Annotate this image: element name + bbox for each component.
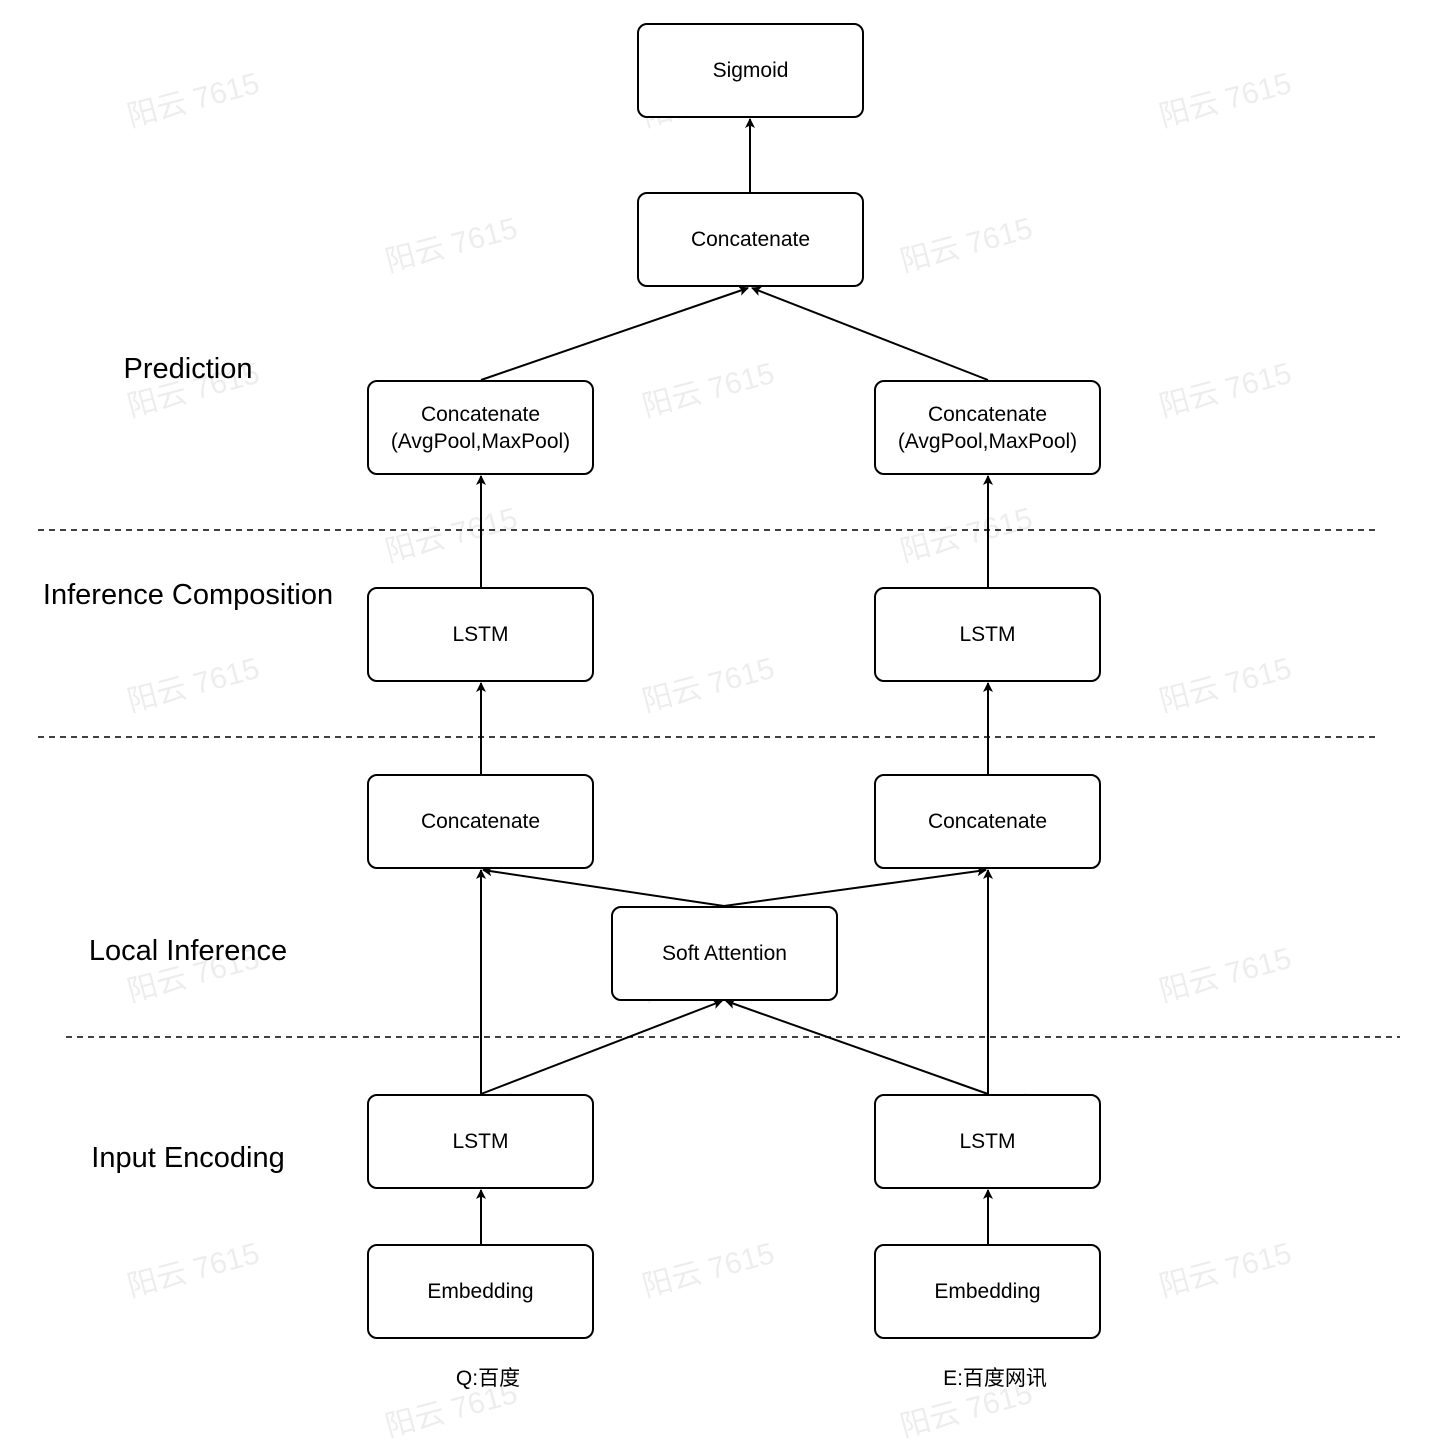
arrow-lstm-enc-right-to-attention [725,999,989,1095]
embedding-left-node: Embedding [367,1244,594,1339]
section-label-local-inference: Local Inference [88,935,288,967]
section-label-input-encoding: Input Encoding [91,1142,285,1174]
sigmoid-node: Sigmoid [637,23,864,118]
local-concatenate-right-node: Concatenate [874,774,1101,869]
pooling-concatenate-left-node: Concatenate (AvgPool,MaxPool) [367,380,594,475]
section-label-prediction: Prediction [123,353,253,385]
input-caption-right: E:百度网讯 [943,1367,1047,1390]
arrow-pool-right-to-concat [751,286,989,381]
local-concatenate-left-node: Concatenate [367,774,594,869]
pooling-concatenate-right-node: Concatenate (AvgPool,MaxPool) [874,380,1101,475]
soft-attention-node: Soft Attention [611,906,838,1001]
arrow-attention-to-concat-left [482,866,725,907]
encoding-lstm-left-node: LSTM [367,1094,594,1189]
concatenate-output-node: Concatenate [637,192,864,287]
arrow-pool-left-to-concat [480,286,749,381]
composition-lstm-right-node: LSTM [874,587,1101,682]
embedding-right-node: Embedding [874,1244,1101,1339]
arrow-attention-to-concat-right [723,866,987,907]
arrow-lstm-enc-left-to-attention [480,999,723,1095]
input-caption-left: Q:百度 [455,1367,521,1390]
section-label-inference-composition: Inference Composition [42,579,334,611]
encoding-lstm-right-node: LSTM [874,1094,1101,1189]
composition-lstm-left-node: LSTM [367,587,594,682]
